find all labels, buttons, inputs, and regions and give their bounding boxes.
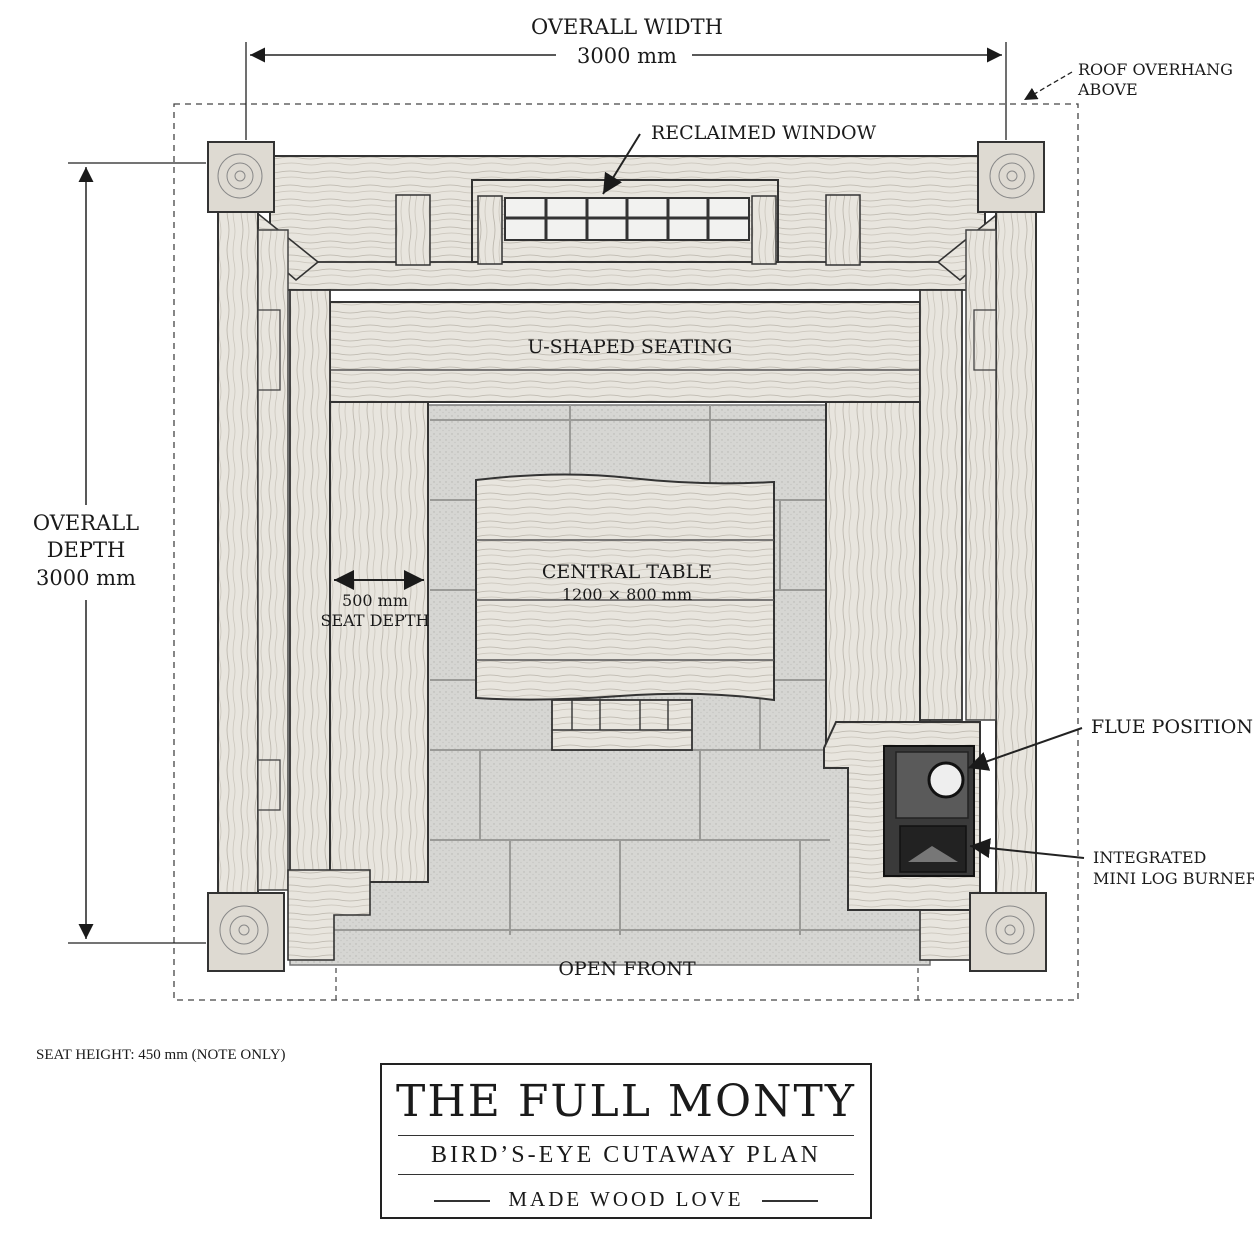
corner-post-bottom-right [969,892,1047,972]
svg-text:1200 × 800 mm: 1200 × 800 mm [562,585,692,604]
corner-post-top-left [207,141,275,213]
depth-dimension: OVERALL DEPTH 3000 mm [33,162,206,944]
svg-text:RECLAIMED WINDOW: RECLAIMED WINDOW [651,122,877,144]
seat-height-note: SEAT HEIGHT: 450 mm (NOTE ONLY) [36,1047,286,1063]
reclaimed-window [471,179,779,265]
depth-label-line1: OVERALL [33,511,139,535]
roof-overhang-callout: ROOF OVERHANG ABOVE [1023,60,1233,101]
flue-icon [927,761,965,799]
u-seating-label: U-SHAPED SEATING [528,336,733,358]
open-front-label: OPEN FRONT [558,958,696,980]
maker-rule-right [761,1200,818,1202]
log-burner [823,721,981,911]
corner-posts [207,141,1047,972]
width-dimension: OVERALL WIDTH 3000 mm [245,15,1007,140]
corner-post-top-right [977,141,1045,213]
depth-label-line2: DEPTH [47,538,126,562]
title-block: THE FULL MONTY BIRD’S-EYE CUTAWAY PLAN M… [380,1063,872,1219]
right-wall [965,207,1037,899]
flue-position-callout: FLUE POSITION [967,716,1253,771]
maker-rule-left [434,1200,491,1202]
svg-text:ROOF OVERHANG: ROOF OVERHANG [1078,60,1233,79]
svg-text:ABOVE: ABOVE [1077,80,1138,99]
table-callout: CENTRAL TABLE 1200 × 800 mm [542,561,712,604]
roof-overhang-outline [173,103,1079,1001]
width-value: 3000 mm [577,44,677,68]
log-burner-callout: INTEGRATED MINI LOG BURNER [969,838,1254,888]
left-wall [217,207,289,899]
svg-text:500 mm: 500 mm [342,591,408,610]
svg-text:FLUE POSITION: FLUE POSITION [1091,716,1253,738]
width-label: OVERALL WIDTH [531,15,723,39]
svg-text:MINI LOG BURNER: MINI LOG BURNER [1093,869,1254,888]
plan-subtitle: BIRD’S-EYE CUTAWAY PLAN [398,1135,854,1175]
svg-text:SEAT DEPTH: SEAT DEPTH [321,611,430,630]
reclaimed-window-callout: RECLAIMED WINDOW [602,122,877,195]
u-shaped-seating [287,289,971,961]
seat-depth-callout: 500 mm SEAT DEPTH [321,570,430,630]
central-table [475,473,775,751]
svg-text:CENTRAL TABLE: CENTRAL TABLE [542,561,712,583]
svg-text:INTEGRATED: INTEGRATED [1093,848,1206,867]
corner-post-bottom-left [207,892,285,972]
maker-name: MADE WOOD LOVE [508,1187,744,1211]
maker-line: MADE WOOD LOVE [382,1181,870,1217]
plan-title: THE FULL MONTY [396,1076,856,1127]
depth-value: 3000 mm [36,566,136,590]
